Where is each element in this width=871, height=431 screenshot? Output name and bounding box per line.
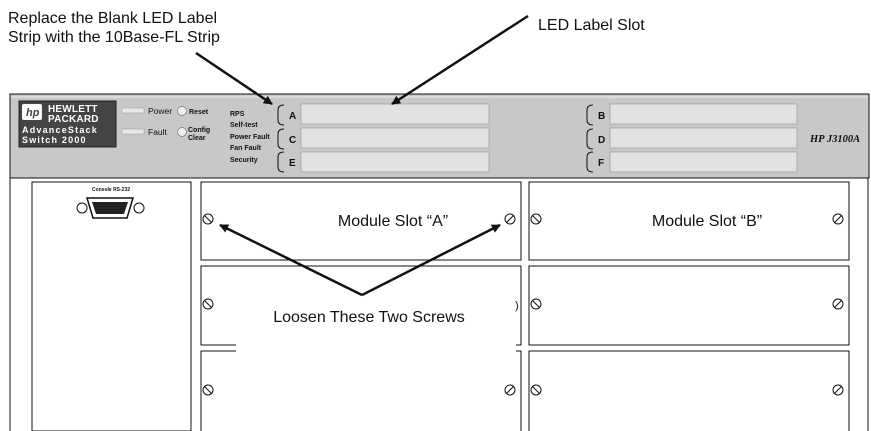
- status-led-rps: RPS: [230, 111, 245, 118]
- led-bracket-b: [586, 104, 594, 126]
- callout-text-mask: [236, 296, 516, 431]
- screw-icon[interactable]: [832, 298, 844, 310]
- slot-letter-a: A: [289, 111, 296, 122]
- led-label-strip-a[interactable]: [300, 103, 490, 125]
- screw-icon[interactable]: [832, 384, 844, 396]
- led-bracket-f: [586, 151, 594, 173]
- screw-icon[interactable]: [530, 298, 542, 310]
- hp-logo-text: hp: [26, 107, 40, 119]
- fault-led-label: Fault: [148, 127, 168, 137]
- reset-label: Reset: [189, 109, 209, 116]
- screw-icon[interactable]: [202, 213, 214, 225]
- status-led-power-fault: Power Fault: [230, 134, 270, 141]
- led-bracket-e: [277, 151, 285, 173]
- status-led-fan-fault: Fan Fault: [230, 145, 262, 152]
- slot-letter-d: D: [598, 135, 605, 146]
- screw-icon[interactable]: [202, 298, 214, 310]
- screw-icon[interactable]: [504, 213, 516, 225]
- screw-icon[interactable]: [832, 213, 844, 225]
- config-label-line1: Config: [188, 127, 210, 134]
- led-label-strip-b[interactable]: [609, 103, 798, 125]
- console-port-inner: [92, 202, 128, 214]
- arrow-replace-strip: [195, 51, 273, 106]
- module-slot-a-label: Module Slot “A”: [338, 213, 448, 230]
- slot-letter-c: C: [289, 135, 296, 146]
- power-led: [121, 107, 145, 114]
- callout-loosen-screws: Loosen These Two Screws: [273, 309, 465, 326]
- screw-icon[interactable]: [202, 384, 214, 396]
- led-label-strip-e[interactable]: [300, 151, 490, 173]
- module-slot-b-label: Module Slot “B”: [652, 213, 762, 230]
- brand-line1: HEWLETT: [48, 104, 98, 115]
- led-label-strip-d[interactable]: [609, 127, 798, 149]
- partial-screw-glyph: ): [515, 300, 519, 312]
- product-line2: Switch 2000: [22, 135, 87, 145]
- callout-replace-strip-line1: Replace the Blank LED Label: [8, 10, 217, 27]
- callout-replace-strip-line2: Strip with the 10Base-FL Strip: [8, 29, 220, 46]
- module-slot-b: [528, 181, 850, 261]
- slot-letter-e: E: [289, 158, 296, 169]
- status-led-security: Security: [230, 157, 258, 164]
- status-led-self-test: Self-test: [230, 122, 258, 129]
- console-label: Console RS-232: [92, 187, 130, 193]
- console-mount-left: [76, 202, 88, 214]
- module-slot-f: [528, 350, 850, 431]
- console-mount-right: [133, 202, 145, 214]
- arrow-screw-right: [361, 223, 501, 297]
- led-bracket-a: [277, 104, 285, 126]
- slot-letter-f: F: [598, 158, 604, 169]
- hp-logo-icon: [22, 104, 42, 120]
- screw-icon[interactable]: [530, 213, 542, 225]
- arrow-screw-left: [219, 223, 363, 297]
- led-bracket-c: [277, 128, 285, 150]
- callout-led-label-slot: LED Label Slot: [538, 17, 645, 34]
- screw-icon[interactable]: [504, 384, 516, 396]
- model-number: HP J3100A: [809, 134, 860, 145]
- config-clear-button[interactable]: [177, 127, 187, 137]
- led-label-strip-c[interactable]: [300, 127, 490, 149]
- module-slot-a: [200, 181, 522, 261]
- module-slot-d: [528, 265, 850, 346]
- fault-led: [121, 128, 145, 135]
- screw-icon[interactable]: [530, 384, 542, 396]
- brand-line2: PACKARD: [48, 114, 99, 125]
- reset-button[interactable]: [177, 106, 187, 116]
- slot-letter-b: B: [598, 111, 605, 122]
- power-led-label: Power: [148, 106, 172, 116]
- led-bracket-d: [586, 128, 594, 150]
- config-label-line2: Clear: [188, 135, 206, 142]
- product-line1: AdvanceStack: [22, 125, 98, 135]
- arrow-led-label-slot: [391, 14, 529, 106]
- led-label-strip-f[interactable]: [609, 151, 798, 173]
- console-module: [31, 181, 192, 431]
